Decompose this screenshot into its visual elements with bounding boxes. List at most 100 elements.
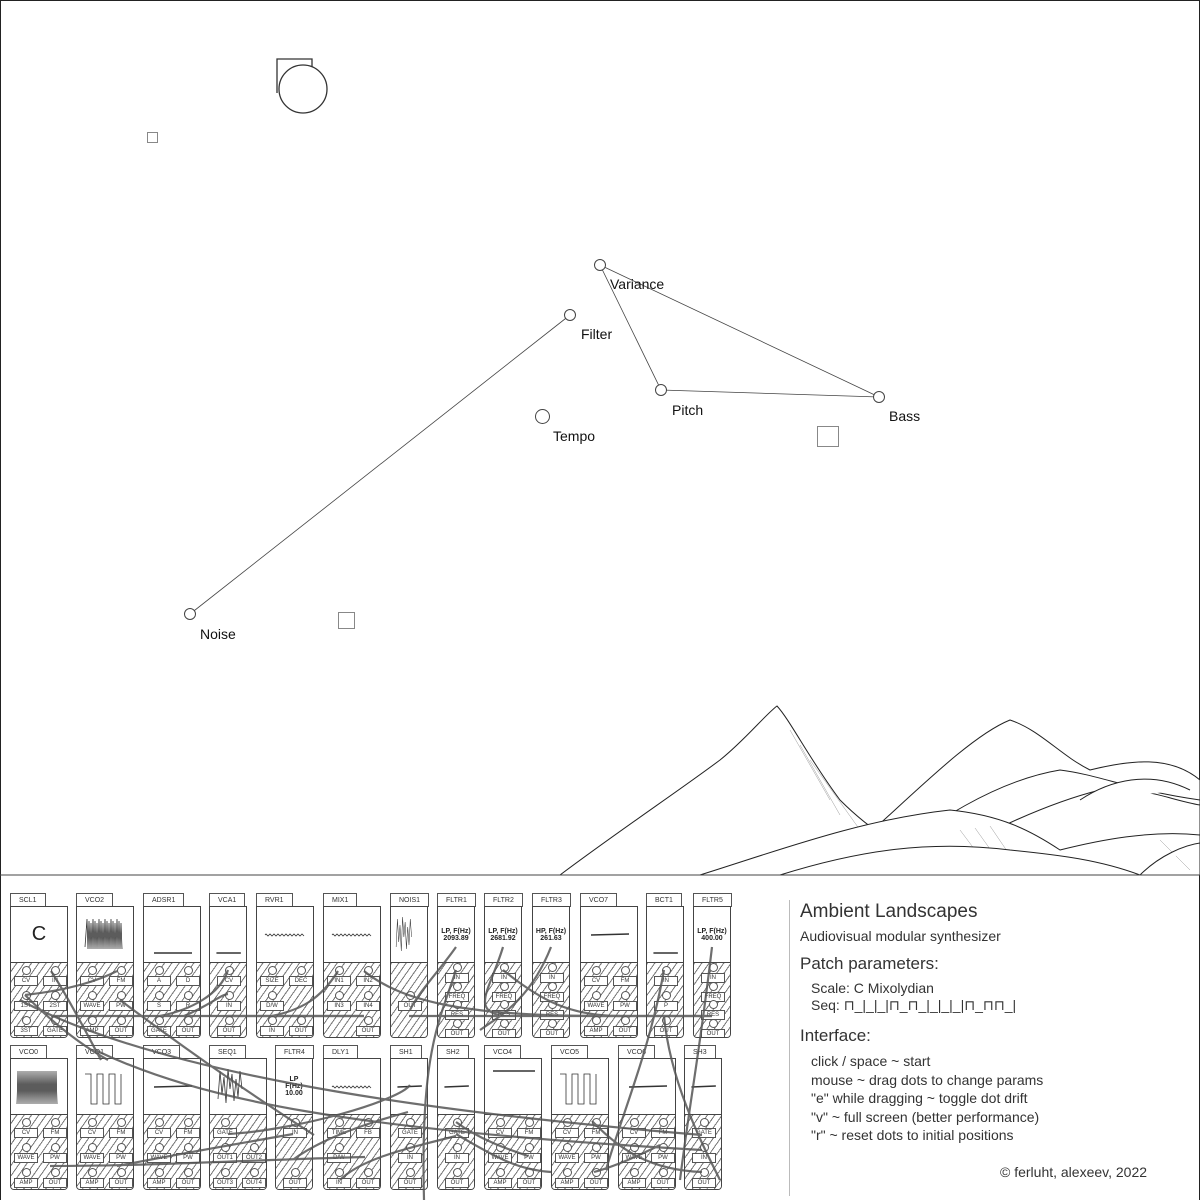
port-out[interactable]: OUT (613, 1015, 637, 1036)
jack-icon[interactable] (290, 1118, 300, 1128)
jack-icon[interactable] (87, 991, 97, 1000)
jack-icon[interactable] (21, 1143, 31, 1152)
jack-icon[interactable] (50, 1118, 60, 1128)
jack-icon[interactable] (405, 1143, 415, 1152)
port-res[interactable]: RES (445, 1000, 469, 1021)
dot-filter[interactable] (564, 309, 576, 321)
port-in[interactable]: IN (260, 1015, 284, 1036)
port-d-w[interactable]: D/W (327, 1143, 351, 1163)
port-fm[interactable]: FM (517, 1118, 541, 1139)
port-out[interactable]: OUT (398, 1167, 422, 1188)
port-gate[interactable]: GATE (398, 1118, 422, 1139)
port-out[interactable]: OUT (398, 991, 422, 1011)
jack-icon[interactable] (452, 963, 462, 973)
jack-icon[interactable] (452, 1018, 462, 1028)
jack-icon[interactable] (547, 1000, 557, 1010)
port-fm[interactable]: FM (613, 966, 637, 987)
jack-icon[interactable] (363, 1167, 373, 1177)
port-in[interactable]: IN (398, 1143, 422, 1163)
port-cv[interactable]: CV (488, 1118, 512, 1139)
jack-icon[interactable] (50, 991, 60, 1000)
port-amp[interactable]: AMP (622, 1167, 646, 1188)
jack-icon[interactable] (499, 963, 509, 973)
port-out[interactable]: OUT (584, 1167, 608, 1188)
jack-icon[interactable] (50, 966, 60, 976)
jack-icon[interactable] (547, 1018, 557, 1028)
port-out[interactable]: OUT (651, 1167, 675, 1188)
port-out[interactable]: OUT (492, 1018, 516, 1037)
port-a[interactable]: A (147, 966, 171, 987)
jack-icon[interactable] (661, 991, 671, 1000)
dot-bass[interactable] (873, 391, 885, 403)
jack-icon[interactable] (183, 1167, 193, 1177)
port-fm[interactable]: FM (43, 1118, 67, 1139)
port-freq[interactable]: FREQ (492, 981, 516, 1002)
jack-icon[interactable] (620, 991, 630, 1000)
port-in1[interactable]: IN1 (327, 966, 351, 987)
jack-icon[interactable] (21, 966, 31, 976)
jack-icon[interactable] (116, 966, 126, 976)
jack-icon[interactable] (699, 1167, 709, 1177)
port-wave[interactable]: WAVE (488, 1143, 512, 1163)
jack-icon[interactable] (629, 1167, 639, 1177)
jack-icon[interactable] (661, 1015, 671, 1025)
port-pw[interactable]: PW (651, 1143, 675, 1163)
port-d-w[interactable]: D/W (260, 991, 284, 1011)
jack-icon[interactable] (591, 1015, 601, 1025)
port-fm[interactable]: FM (651, 1118, 675, 1139)
jack-icon[interactable] (658, 1167, 668, 1177)
port-cv[interactable]: CV (14, 1118, 38, 1139)
jack-icon[interactable] (87, 1143, 97, 1152)
port-size[interactable]: SIZE (260, 966, 284, 987)
jack-icon[interactable] (629, 1143, 639, 1152)
jack-icon[interactable] (334, 966, 344, 976)
jack-icon[interactable] (547, 981, 557, 991)
port-out[interactable]: OUT (217, 1015, 241, 1036)
jack-icon[interactable] (220, 1167, 230, 1177)
port-out[interactable]: OUT (176, 1015, 200, 1036)
port-out[interactable]: OUT (540, 1018, 564, 1037)
port-s[interactable]: S (147, 991, 171, 1011)
port-pw[interactable]: PW (109, 991, 133, 1011)
jack-icon[interactable] (452, 1000, 462, 1010)
jack-icon[interactable] (562, 1143, 572, 1152)
jack-icon[interactable] (495, 1118, 505, 1128)
jack-icon[interactable] (363, 1118, 373, 1128)
jack-icon[interactable] (154, 1015, 164, 1025)
jack-icon[interactable] (21, 1167, 31, 1177)
jack-icon[interactable] (699, 1143, 709, 1152)
port-amp[interactable]: AMP (14, 1167, 38, 1188)
jack-icon[interactable] (21, 1015, 31, 1025)
port-fm[interactable]: FM (109, 1118, 133, 1139)
port-out[interactable]: OUT (109, 1015, 133, 1036)
jack-icon[interactable] (591, 1118, 601, 1128)
port-res[interactable]: RES (701, 1000, 725, 1021)
port-wave[interactable]: WAVE (80, 991, 104, 1011)
port-out[interactable]: OUT (356, 1015, 380, 1036)
jack-icon[interactable] (154, 991, 164, 1000)
port-1st[interactable]: 1ST (14, 991, 38, 1011)
port-out[interactable]: OUT (692, 1167, 716, 1188)
jack-icon[interactable] (363, 1015, 373, 1025)
port-gate[interactable]: GATE (692, 1118, 716, 1139)
port-in[interactable]: IN (701, 963, 725, 984)
jack-icon[interactable] (154, 1143, 164, 1152)
port-cv[interactable]: CV (147, 1118, 171, 1139)
port-wave[interactable]: WAVE (622, 1143, 646, 1163)
port-in[interactable]: IN (283, 1118, 307, 1139)
jack-icon[interactable] (183, 1143, 193, 1152)
port-cv[interactable]: CV (584, 966, 608, 987)
port-pw[interactable]: PW (176, 1143, 200, 1163)
jack-icon[interactable] (562, 1167, 572, 1177)
jack-icon[interactable] (405, 1118, 415, 1128)
port-amp[interactable]: AMP (584, 1015, 608, 1036)
jack-icon[interactable] (499, 1018, 509, 1028)
